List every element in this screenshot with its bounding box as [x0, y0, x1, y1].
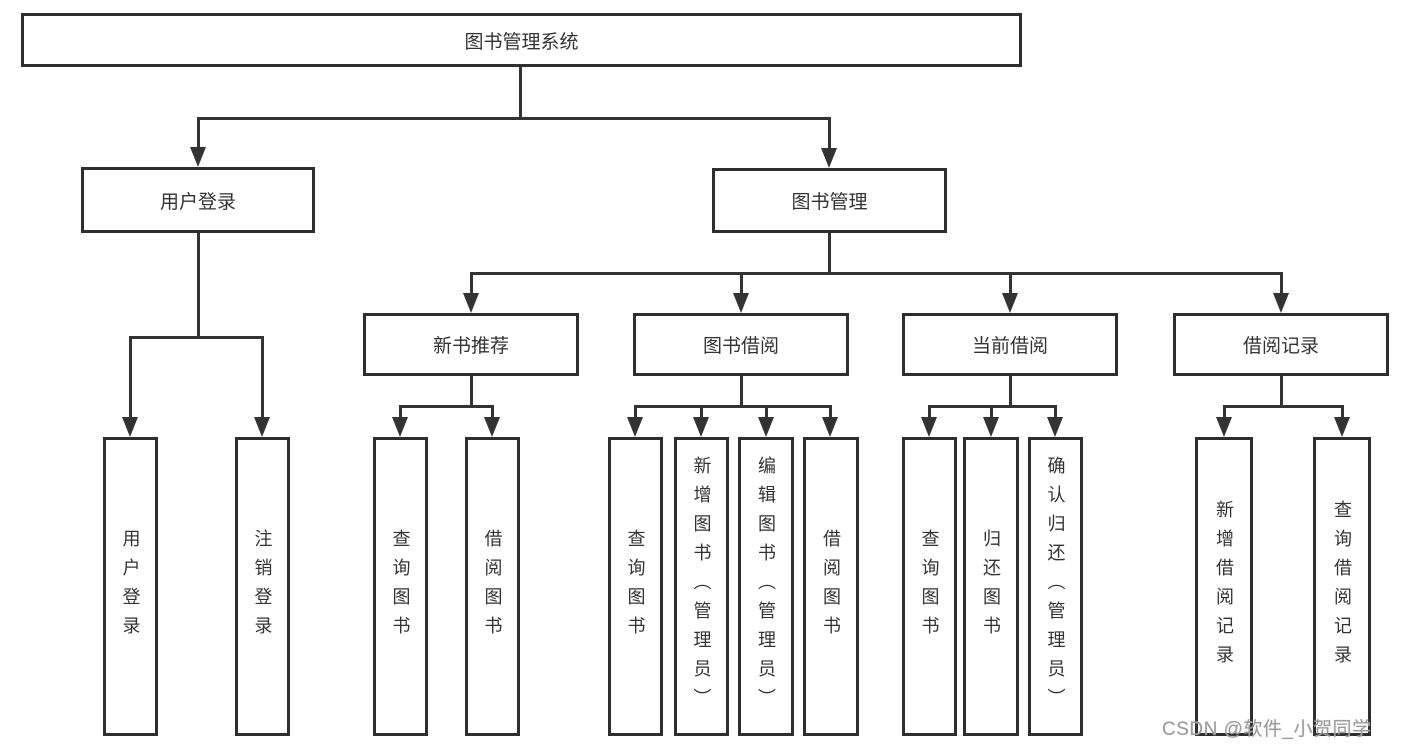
- leaf-label: 查询图书: [919, 528, 940, 645]
- leaf-add-borrow-record: 新增借阅记录: [1195, 437, 1253, 736]
- node-current-borrow: 当前借阅: [902, 313, 1118, 376]
- edge-line: [740, 272, 743, 296]
- node-label: 当前借阅: [971, 336, 1048, 357]
- arrow-down-icon: [122, 417, 138, 437]
- node-user-login: 用户登录: [81, 167, 315, 233]
- edge-line: [740, 376, 743, 407]
- leaf-label: 确认归还（管理员）: [1045, 456, 1066, 717]
- edge-line: [470, 376, 473, 407]
- arrow-down-icon: [463, 293, 479, 313]
- arrow-down-icon: [822, 417, 838, 437]
- leaf-borrow-books: 借阅图书: [803, 437, 859, 736]
- leaf-return-books: 归还图书: [963, 437, 1019, 736]
- node-label: 借阅记录: [1242, 336, 1319, 357]
- edge-line: [1009, 376, 1012, 407]
- leaf-edit-books-admin: 编辑图书（管理员）: [738, 437, 794, 736]
- leaf-label: 新增图书（管理员）: [691, 456, 712, 717]
- leaf-label: 归还图书: [981, 528, 1001, 645]
- edge-line: [470, 272, 473, 296]
- edge-line: [1009, 272, 1012, 296]
- node-label: 图书管理: [791, 192, 868, 213]
- node-new-book-recommend: 新书推荐: [363, 313, 579, 376]
- leaf-label: 借阅图书: [821, 528, 841, 645]
- arrow-down-icon: [921, 417, 937, 437]
- arrow-down-icon: [758, 417, 774, 437]
- edge-line: [829, 405, 832, 420]
- leaf-query-books-current: 查询图书: [902, 437, 957, 736]
- edge-line: [470, 272, 1283, 275]
- node-label: 用户登录: [159, 191, 236, 213]
- edge-line: [928, 405, 931, 420]
- edge-line: [700, 405, 703, 420]
- edge-line: [1054, 405, 1057, 420]
- leaf-user-login: 用户登录: [103, 437, 158, 736]
- leaf-label: 新增借阅记录: [1214, 499, 1234, 674]
- edge-line: [129, 336, 264, 339]
- leaf-logout: 注销登录: [235, 437, 290, 736]
- leaf-confirm-return-admin: 确认归还（管理员）: [1028, 437, 1083, 736]
- edge-line: [261, 336, 264, 419]
- arrow-down-icon: [733, 293, 749, 313]
- arrow-down-icon: [1047, 417, 1063, 437]
- arrow-down-icon: [1334, 417, 1350, 437]
- leaf-query-borrow-record: 查询借阅记录: [1313, 437, 1371, 736]
- edge-line: [634, 405, 832, 408]
- leaf-add-books-admin: 新增图书（管理员）: [674, 437, 729, 736]
- arrow-down-icon: [983, 417, 999, 437]
- leaf-query-books-recommend: 查询图书: [373, 437, 428, 736]
- arrow-down-icon: [254, 417, 270, 437]
- arrow-down-icon: [1002, 293, 1018, 313]
- edge-line: [1280, 376, 1283, 407]
- arrow-down-icon: [484, 417, 500, 437]
- leaf-label: 查询图书: [390, 528, 411, 645]
- leaf-label: 查询借阅记录: [1332, 499, 1352, 674]
- arrow-down-icon: [190, 147, 206, 167]
- arrow-down-icon: [693, 417, 709, 437]
- edge-line: [491, 405, 494, 420]
- edge-line: [129, 336, 132, 419]
- edge-line: [828, 233, 831, 273]
- leaf-label: 借阅图书: [482, 528, 503, 645]
- leaf-query-books-borrow: 查询图书: [608, 437, 663, 736]
- leaf-label: 编辑图书（管理员）: [756, 456, 776, 717]
- leaf-label: 查询图书: [625, 528, 646, 645]
- node-book-management: 图书管理: [712, 168, 947, 233]
- arrow-down-icon: [1216, 417, 1232, 437]
- edge-line: [990, 405, 993, 420]
- watermark: CSDN @软件_小贺同学: [1162, 719, 1372, 740]
- edge-line: [399, 405, 402, 420]
- node-label: 图书借阅: [702, 336, 779, 357]
- edge-line: [1223, 405, 1226, 420]
- edge-line: [197, 117, 200, 150]
- node-library-system: 图书管理系统: [21, 13, 1022, 67]
- arrow-down-icon: [627, 417, 643, 437]
- edge-line: [197, 117, 831, 120]
- edge-line: [765, 405, 768, 420]
- edge-line: [634, 405, 637, 420]
- arrow-down-icon: [392, 417, 408, 437]
- leaf-borrow-books-recommend: 借阅图书: [465, 437, 520, 736]
- node-label: 新书推荐: [432, 336, 509, 357]
- edge-line: [197, 233, 200, 336]
- edge-line: [828, 117, 831, 151]
- edge-line: [1223, 405, 1344, 408]
- node-borrow-records: 借阅记录: [1173, 313, 1389, 376]
- edge-line: [1341, 405, 1344, 420]
- arrow-down-icon: [1273, 293, 1289, 313]
- edge-line: [519, 67, 522, 117]
- edge-line: [399, 405, 494, 408]
- leaf-label: 注销登录: [252, 528, 273, 645]
- node-label: 图书管理系统: [464, 31, 579, 53]
- node-book-borrow: 图书借阅: [633, 313, 849, 376]
- leaf-label: 用户登录: [120, 528, 141, 645]
- arrow-down-icon: [821, 148, 837, 168]
- edge-line: [1280, 272, 1283, 296]
